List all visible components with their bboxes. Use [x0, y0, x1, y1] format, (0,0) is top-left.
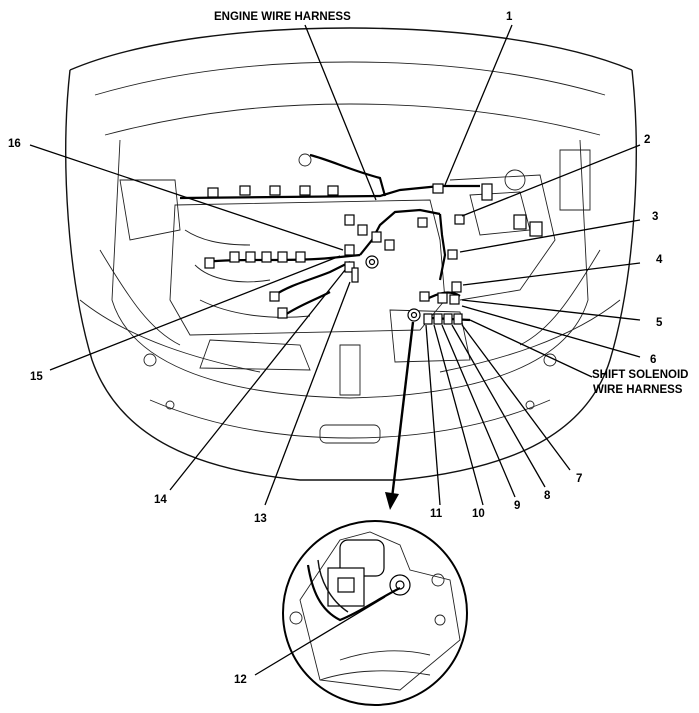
- engine-block: [119, 149, 591, 396]
- callout-labels: ENGINE WIRE HARNESS SHIFT SOLENOID WIRE …: [8, 11, 688, 686]
- callout-14: 14: [154, 494, 167, 506]
- engine-wire-harness-label: ENGINE WIRE HARNESS: [214, 11, 351, 23]
- callout-4: 4: [656, 254, 663, 266]
- callout-3: 3: [652, 211, 658, 223]
- callout-2: 2: [644, 134, 650, 146]
- detail-inset: [254, 520, 468, 706]
- shift-solenoid-label-line1: SHIFT SOLENOID: [592, 369, 688, 381]
- callout-6: 6: [650, 354, 656, 366]
- wire-harness: [179, 153, 480, 322]
- callout-16: 16: [8, 138, 21, 150]
- detail-arrow: [385, 321, 415, 510]
- shift-solenoid-label-line2: WIRE HARNESS: [593, 384, 683, 396]
- callout-9: 9: [514, 500, 520, 512]
- callout-12: 12: [234, 674, 247, 686]
- connectors: [204, 183, 543, 325]
- callout-7: 7: [576, 473, 582, 485]
- callout-11: 11: [430, 508, 443, 520]
- callout-1: 1: [506, 11, 513, 23]
- leader-lines: [29, 24, 641, 506]
- callout-10: 10: [472, 508, 485, 520]
- callout-13: 13: [254, 513, 267, 525]
- vehicle-outline: [65, 27, 637, 481]
- callout-15: 15: [30, 371, 43, 383]
- callout-8: 8: [544, 490, 551, 502]
- callout-5: 5: [656, 317, 663, 329]
